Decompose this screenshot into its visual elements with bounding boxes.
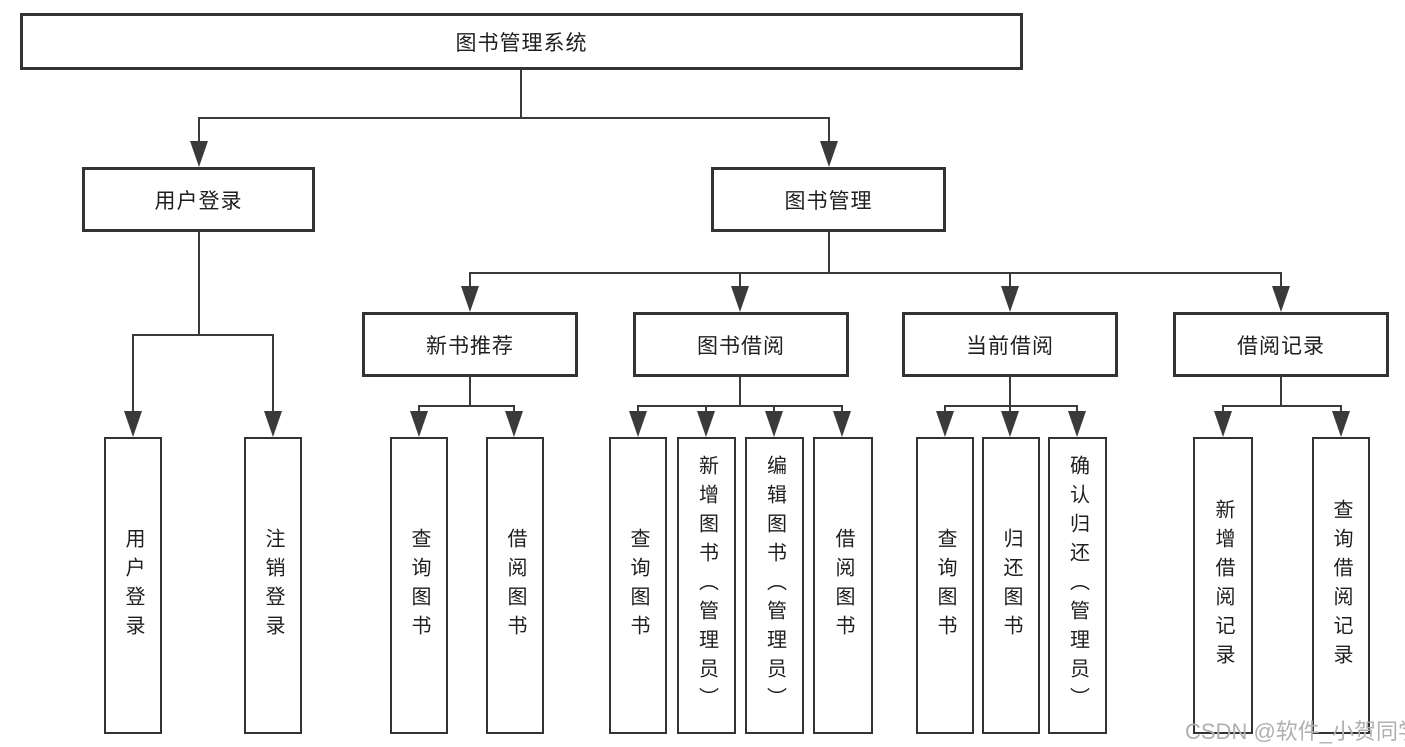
leaf-label: 查询图书 <box>408 527 430 644</box>
connector-records-stem <box>1280 377 1282 407</box>
node-current-borrowing: 当前借阅 <box>902 312 1118 377</box>
leaf-query-books-current: 查询图书 <box>916 437 974 734</box>
node-root: 图书管理系统 <box>20 13 1023 70</box>
arrowhead-book-mgmt <box>820 141 838 167</box>
connector-drop <box>944 405 946 413</box>
connector-user-login-rail <box>132 334 274 336</box>
arrowhead-down <box>629 411 647 437</box>
connector-drop-user-login <box>198 117 200 143</box>
arrowhead-down <box>505 411 523 437</box>
leaf-query-borrow-record: 查询借阅记录 <box>1312 437 1370 734</box>
leaf-label: 编辑图书（管理员） <box>763 455 786 716</box>
arrowhead-logout <box>264 411 282 437</box>
connector-drop <box>1340 405 1342 413</box>
leaf-label: 查询借阅记录 <box>1330 498 1352 673</box>
connector-borrowing-rail <box>637 405 843 407</box>
connector-new-books-stem <box>469 377 471 407</box>
node-borrowing-records-label: 借阅记录 <box>1237 334 1325 358</box>
leaf-logout: 注销登录 <box>244 437 302 734</box>
leaf-label: 查询图书 <box>627 527 649 644</box>
connector-borrowing-stem <box>739 377 741 407</box>
arrowhead-down <box>1001 411 1019 437</box>
connector-drop <box>841 405 843 413</box>
connector-root-stem <box>520 70 522 118</box>
leaf-add-borrow-record: 新增借阅记录 <box>1193 437 1253 734</box>
leaf-add-books-admin: 新增图书（管理员） <box>677 437 736 734</box>
node-book-mgmt: 图书管理 <box>711 167 946 232</box>
node-user-login: 用户登录 <box>82 167 315 232</box>
connector-drop <box>1222 405 1224 413</box>
connector-user-login-stem <box>198 232 200 336</box>
connector-drop <box>637 405 639 413</box>
leaf-query-books-borrowing: 查询图书 <box>609 437 667 734</box>
connector-current-stem <box>1009 377 1011 407</box>
node-user-login-label: 用户登录 <box>154 189 243 213</box>
node-new-book-recommend: 新书推荐 <box>362 312 578 377</box>
connector-book-mgmt-stem <box>828 232 830 274</box>
leaf-label: 确认归还（管理员） <box>1066 455 1089 716</box>
leaf-confirm-return-admin: 确认归还（管理员） <box>1048 437 1107 734</box>
watermark: CSDN @软件_小贺同学 <box>1185 719 1405 744</box>
connector-book-mgmt-rail <box>469 272 1282 274</box>
arrowhead-down <box>1332 411 1350 437</box>
leaf-label: 新增图书（管理员） <box>695 455 718 716</box>
arrowhead-down <box>1068 411 1086 437</box>
arrowhead-down <box>765 411 783 437</box>
connector-records-rail <box>1222 405 1342 407</box>
connector-drop-login <box>132 334 134 412</box>
arrowhead-user-login <box>190 141 208 167</box>
arrowhead-login <box>124 411 142 437</box>
connector-drop-new-books <box>469 272 471 288</box>
node-new-book-recommend-label: 新书推荐 <box>426 334 514 358</box>
leaf-user-login: 用户登录 <box>104 437 162 734</box>
connector-drop-logout <box>272 334 274 412</box>
connector-drop <box>418 405 420 413</box>
connector-drop <box>773 405 775 413</box>
leaf-edit-books-admin: 编辑图书（管理员） <box>745 437 804 734</box>
leaf-return-books: 归还图书 <box>982 437 1040 734</box>
leaf-user-login-label: 用户登录 <box>122 527 144 644</box>
arrowhead-down <box>697 411 715 437</box>
arrowhead-borrowing <box>731 286 749 312</box>
node-book-mgmt-label: 图书管理 <box>784 189 873 213</box>
leaf-label: 查询图书 <box>934 527 956 644</box>
arrowhead-down <box>833 411 851 437</box>
connector-new-books-rail <box>418 405 515 407</box>
node-book-borrowing: 图书借阅 <box>633 312 849 377</box>
connector-drop-book-mgmt <box>828 117 830 143</box>
leaf-logout-label: 注销登录 <box>262 527 284 644</box>
connector-drop <box>1076 405 1078 413</box>
leaf-label: 新增借阅记录 <box>1212 498 1234 673</box>
connector-drop <box>705 405 707 413</box>
connector-drop-borrowing <box>739 272 741 288</box>
connector-drop-current <box>1009 272 1011 288</box>
connector-drop <box>513 405 515 413</box>
node-root-label: 图书管理系统 <box>455 31 588 55</box>
arrowhead-records <box>1272 286 1290 312</box>
arrowhead-current <box>1001 286 1019 312</box>
connector-drop <box>1009 405 1011 413</box>
arrowhead-new-books <box>461 286 479 312</box>
leaf-borrow-books: 借阅图书 <box>813 437 873 734</box>
leaf-label: 借阅图书 <box>832 527 854 644</box>
leaf-borrow-books-recommend: 借阅图书 <box>486 437 544 734</box>
arrowhead-down <box>936 411 954 437</box>
connector-root-rail <box>198 117 830 119</box>
leaf-query-books-recommend: 查询图书 <box>390 437 448 734</box>
leaf-label: 归还图书 <box>1000 527 1022 644</box>
connector-drop-records <box>1280 272 1282 288</box>
arrowhead-down <box>410 411 428 437</box>
arrowhead-down <box>1214 411 1232 437</box>
node-current-borrowing-label: 当前借阅 <box>966 334 1054 358</box>
node-book-borrowing-label: 图书借阅 <box>697 334 785 358</box>
leaf-label: 借阅图书 <box>504 527 526 644</box>
node-borrowing-records: 借阅记录 <box>1173 312 1389 377</box>
